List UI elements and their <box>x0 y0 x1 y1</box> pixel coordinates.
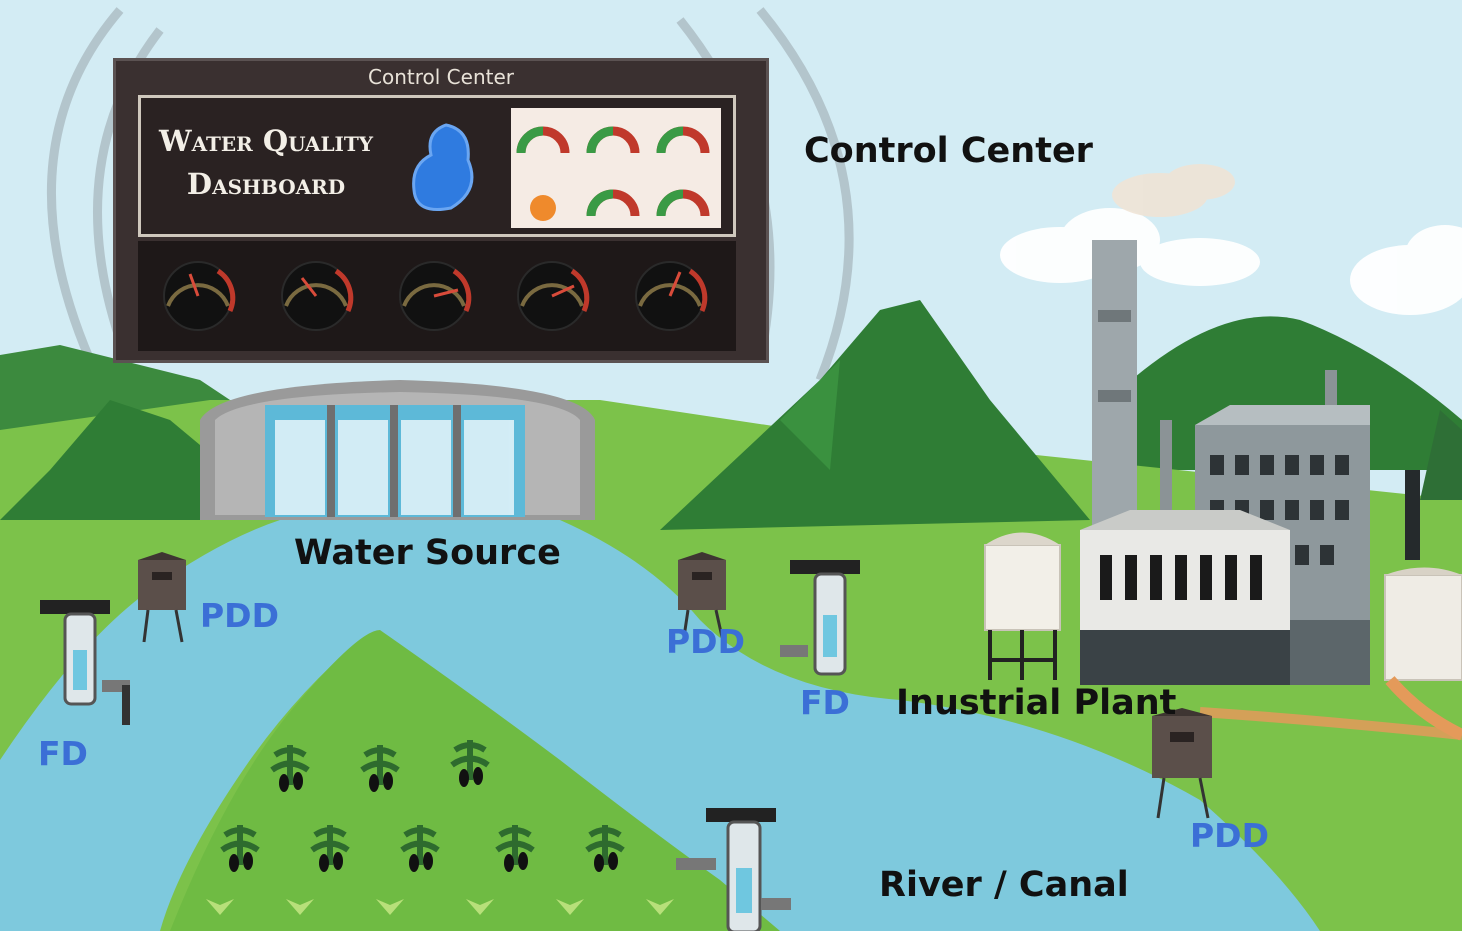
hill-green-left <box>0 400 260 520</box>
fd-device-2 <box>780 560 860 676</box>
mountain <box>660 300 1090 530</box>
label-pdd: PDD <box>666 622 745 661</box>
dam <box>200 380 595 520</box>
mini-gauge-icon <box>656 126 710 154</box>
pine-tree <box>1420 410 1462 500</box>
mini-gauge-icon <box>516 126 570 154</box>
label-industrial-plant: Inustrial Plant <box>896 683 1177 723</box>
status-dot-icon <box>530 195 556 221</box>
cloud <box>1350 225 1462 315</box>
label-fd: FD <box>800 683 850 722</box>
fd-device-1 <box>40 600 130 725</box>
label-pdd: PDD <box>200 596 279 635</box>
label-river-canal: River / Canal <box>879 865 1129 905</box>
pdd-device-2 <box>678 552 726 638</box>
label-pdd: PDD <box>1190 816 1269 855</box>
smoke <box>1112 164 1235 217</box>
dial-icon <box>517 261 590 331</box>
pdd-device-3 <box>1152 708 1212 819</box>
label-control-center: Control Center <box>804 131 1093 171</box>
dial-row <box>138 241 736 351</box>
dial-icon <box>399 261 472 331</box>
dashboard-title-line1: Water Quality <box>159 124 374 158</box>
fd-device-3 <box>676 808 791 931</box>
mini-gauge-icon <box>586 126 640 154</box>
mini-gauge-panel <box>511 108 721 228</box>
lake-map-icon <box>412 123 474 211</box>
pdd-device-1 <box>138 552 186 643</box>
dial-icon <box>635 261 708 331</box>
label-water-source: Water Source <box>294 533 561 573</box>
dashboard-title: Water Quality Dashboard <box>159 120 373 206</box>
mini-gauge-icon <box>586 189 640 217</box>
water-quality-dashboard: Water Quality Dashboard <box>138 95 736 237</box>
crops <box>206 740 674 915</box>
industrial-plant <box>984 240 1462 741</box>
dashboard-title-line2: Dashboard <box>186 167 346 201</box>
control-center-panel: Control Center Water Quality Dashboard <box>113 58 769 363</box>
dial-icon <box>281 261 354 331</box>
mini-gauge-icon <box>656 189 710 217</box>
label-fd: FD <box>38 734 88 773</box>
panel-title: Control Center <box>368 65 514 89</box>
dial-icon <box>163 261 236 331</box>
